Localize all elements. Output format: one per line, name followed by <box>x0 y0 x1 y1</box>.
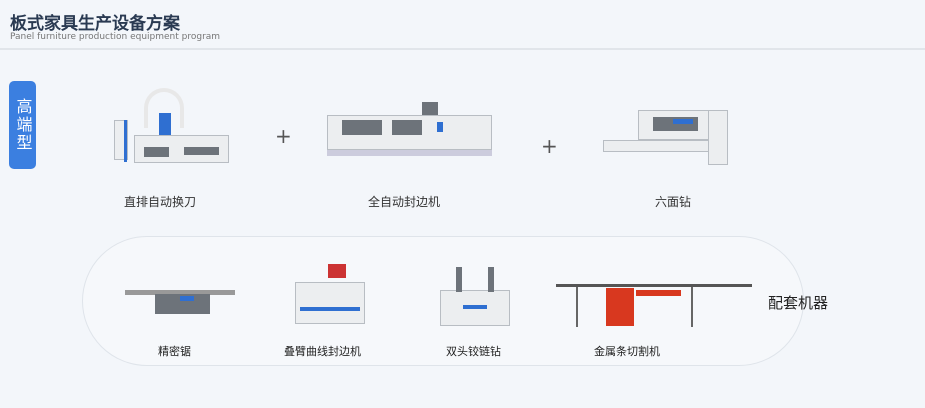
support-machines-label: 配套机器 <box>768 294 829 312</box>
support-machine-caption: 叠臂曲线封边机 <box>284 345 361 358</box>
machine-image-six-side-drill <box>598 105 733 170</box>
plus-sign: + <box>275 124 292 148</box>
machine-image-metal-cutter <box>556 272 752 332</box>
machine-image-cnc <box>104 85 234 170</box>
plus-sign: + <box>541 134 558 158</box>
support-machine-caption: 双头铰链钻 <box>446 345 501 358</box>
machine-caption: 六面钻 <box>655 195 692 209</box>
page-subtitle: Panel furniture production equipment pro… <box>10 32 221 42</box>
machine-caption: 全自动封边机 <box>368 195 441 209</box>
machine-image-curve-edgebander <box>290 262 370 327</box>
machine-image-panel-saw <box>125 280 235 325</box>
page-title: 板式家具生产设备方案 <box>10 14 180 34</box>
machine-caption: 直排自动换刀 <box>124 195 197 209</box>
support-machine-caption: 精密锯 <box>158 345 191 358</box>
tier-badge: 高端型 <box>9 81 36 169</box>
support-machine-caption: 金属条切割机 <box>594 345 660 358</box>
machine-image-hinge-drill <box>438 265 513 327</box>
machine-image-edgebander <box>322 100 494 165</box>
divider <box>0 48 925 50</box>
